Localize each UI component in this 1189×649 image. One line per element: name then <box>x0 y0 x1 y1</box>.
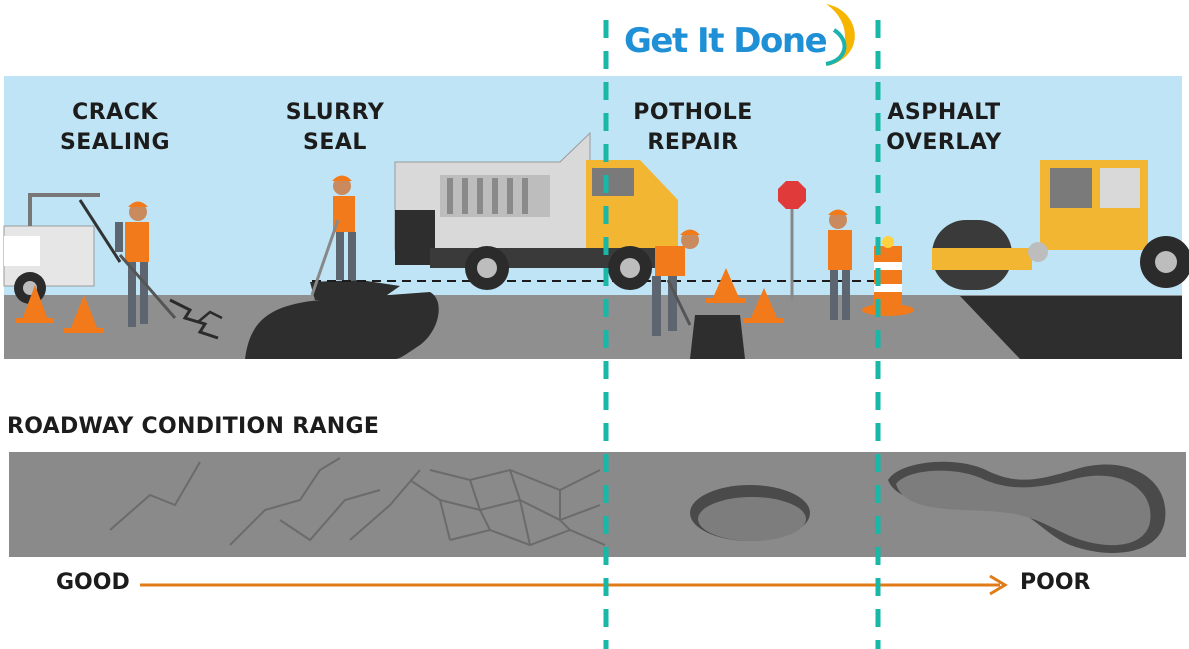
stage-label-line2: SEAL <box>303 130 367 155</box>
traffic-cone-icon <box>16 285 54 323</box>
worker-icon <box>115 201 177 327</box>
stop-sign-icon <box>778 181 806 300</box>
stage-label-line1: ASPHALT <box>887 100 1001 125</box>
stage-crack-sealing: CRACK SEALING <box>50 98 180 158</box>
slurry-seal-patch <box>245 292 439 359</box>
pothole-icon <box>888 461 1166 553</box>
pothole-patch <box>690 315 745 359</box>
traffic-cone-icon <box>744 288 784 323</box>
worker-icon <box>652 229 700 336</box>
stage-pothole-repair: POTHOLE REPAIR <box>623 98 763 158</box>
road-crack <box>169 298 219 340</box>
overlay-asphalt <box>960 296 1182 359</box>
worker-icon <box>828 209 852 320</box>
stage-label-line2: SEALING <box>59 130 171 155</box>
crack-pattern <box>109 457 606 547</box>
brand-swoosh-icon <box>825 4 855 66</box>
dump-truck-icon <box>394 131 680 290</box>
worker-icon <box>310 175 356 296</box>
stage-label-line2: REPAIR <box>647 130 739 155</box>
stage-label-line1: POTHOLE <box>633 100 753 125</box>
traffic-cone-icon <box>706 268 746 303</box>
range-title: ROADWAY CONDITION RANGE <box>7 414 380 439</box>
stage-asphalt-overlay: ASPHALT OVERLAY <box>878 98 1010 158</box>
stage-label-line1: SLURRY <box>285 100 385 125</box>
crack-sealing-machine-icon <box>3 193 122 304</box>
traffic-cone-icon <box>64 295 104 333</box>
good-label: GOOD <box>56 570 130 595</box>
arrow-head <box>989 574 1008 596</box>
stage-slurry-seal: SLURRY SEAL <box>270 98 400 158</box>
pothole-icon <box>690 485 810 541</box>
stage-label-line2: OVERLAY <box>886 130 1002 155</box>
stage-label-line1: CRACK <box>72 100 158 125</box>
poor-label: POOR <box>1020 570 1091 595</box>
brand-logo: Get It Done <box>624 21 828 61</box>
roller-icon <box>932 160 1189 290</box>
